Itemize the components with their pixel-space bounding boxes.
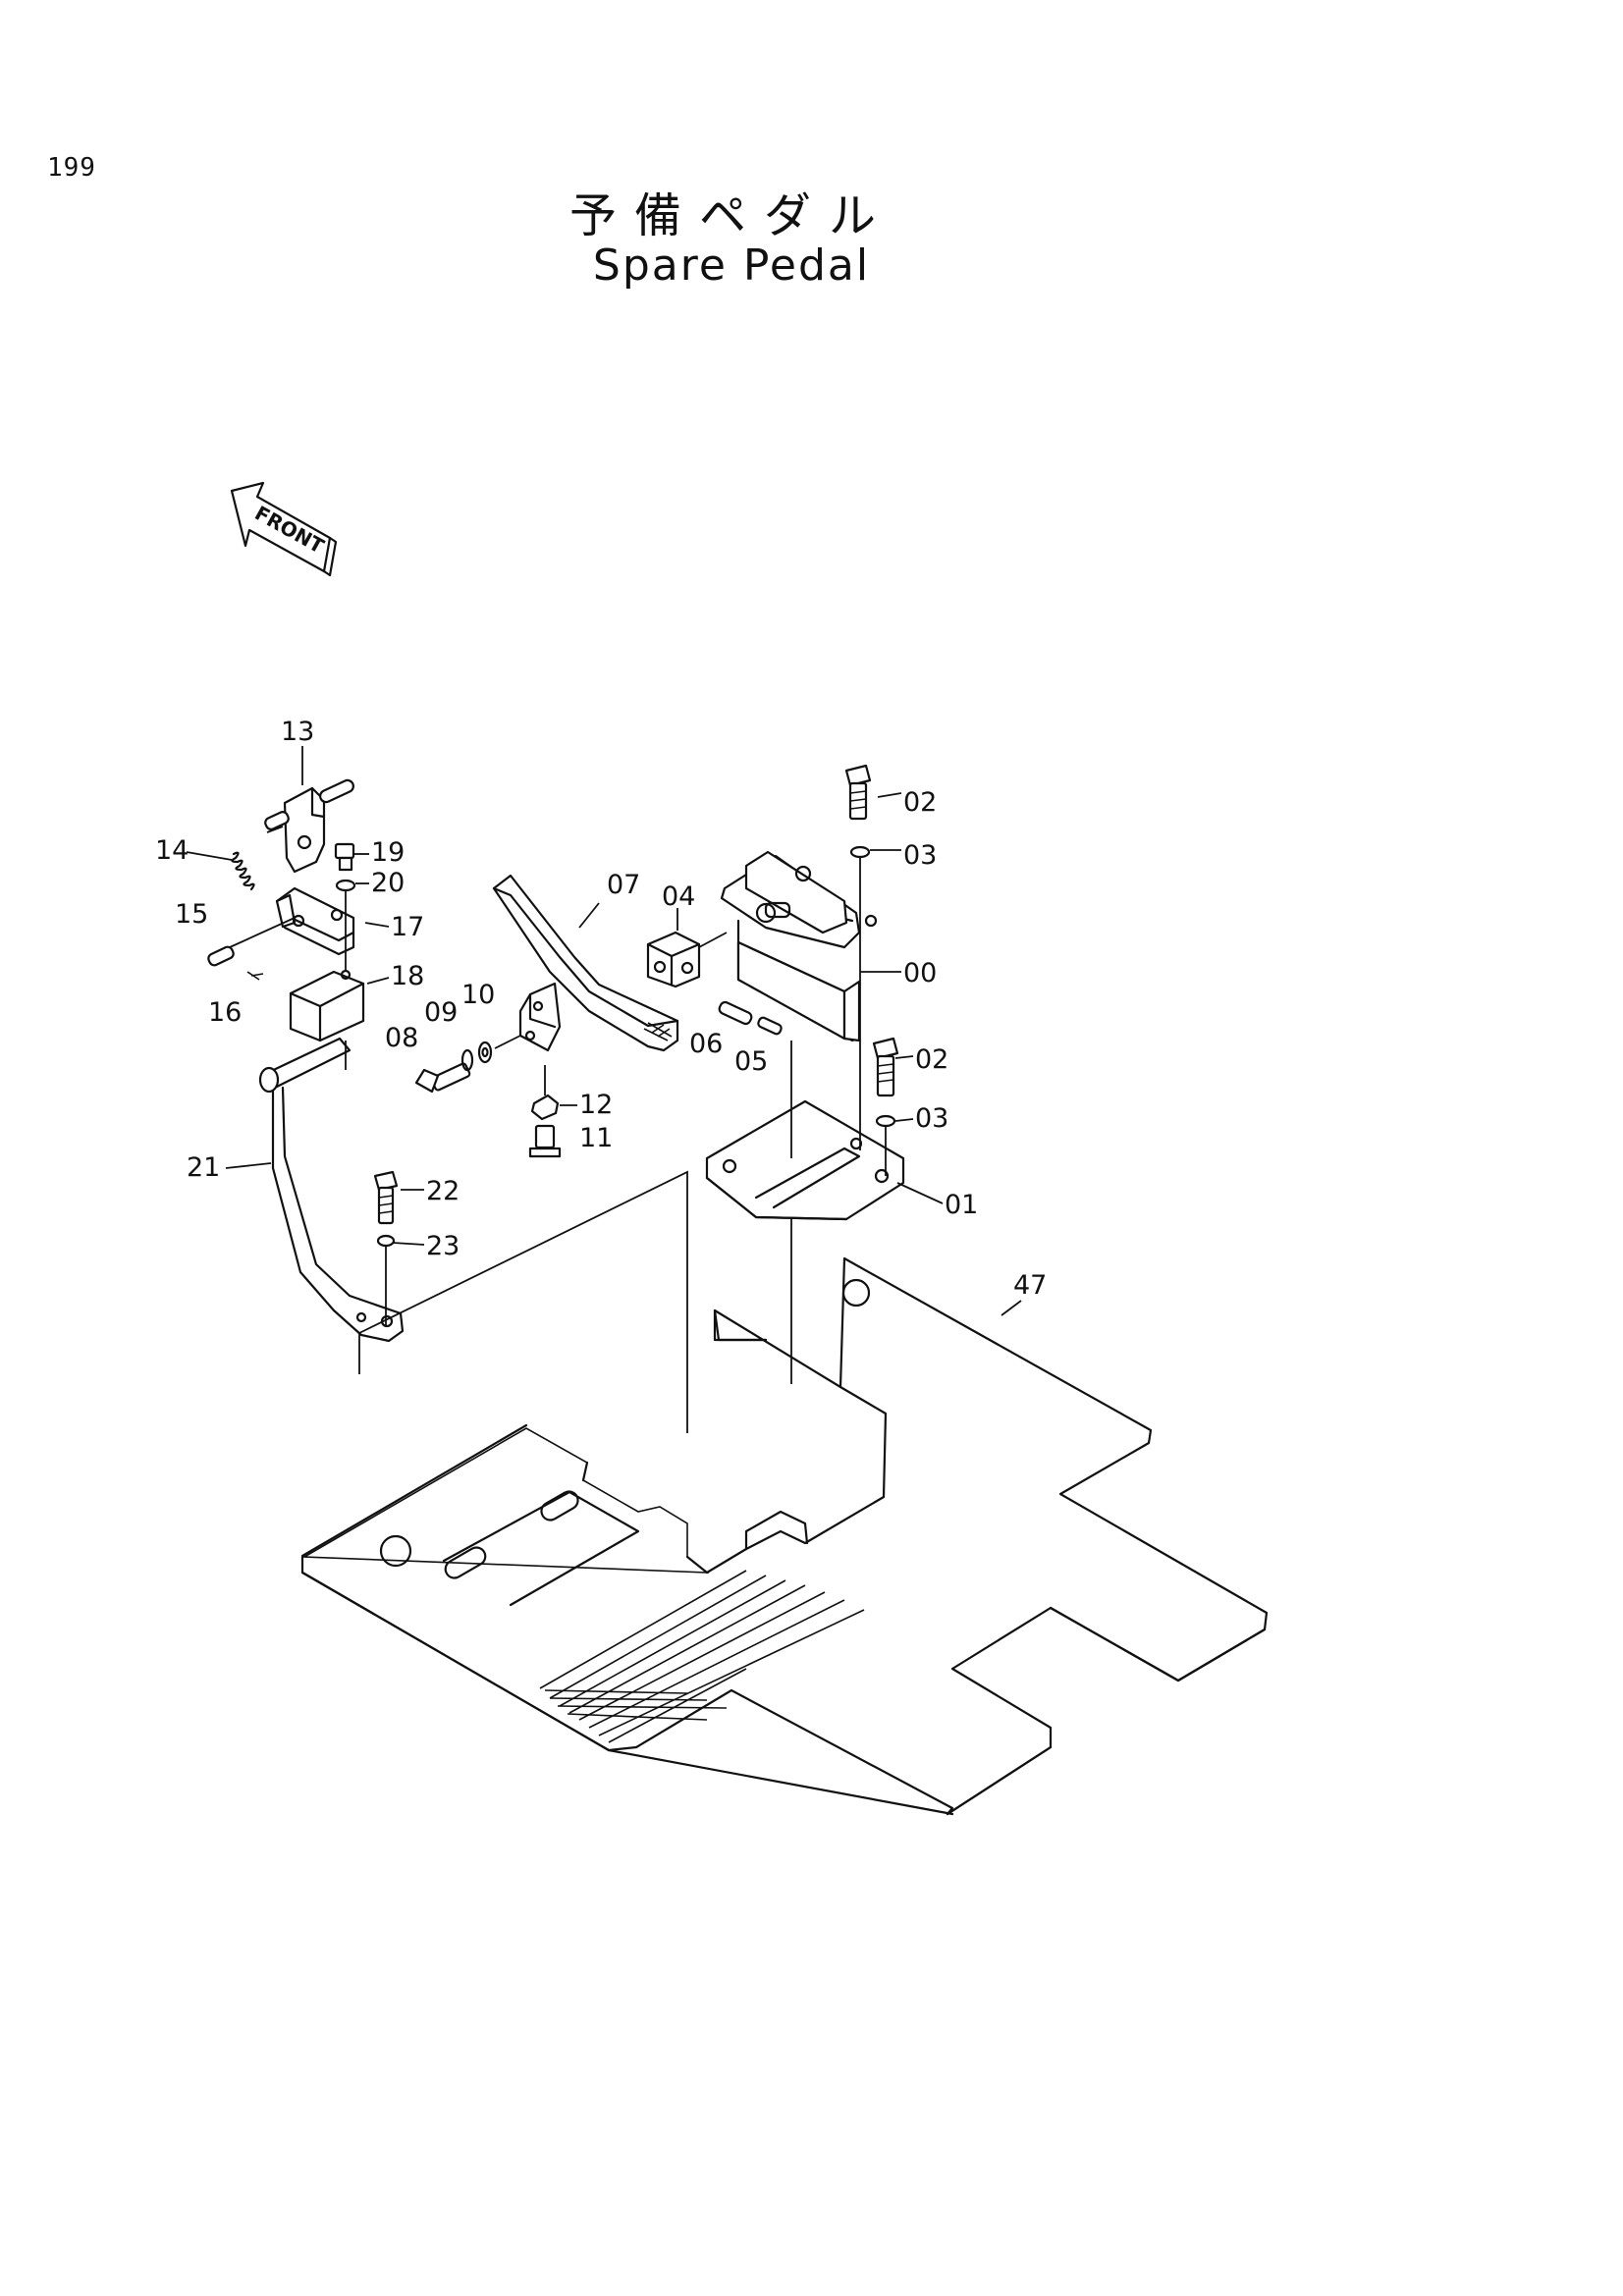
pivot-bolt	[414, 1035, 521, 1094]
callouts: 13 14 19 20 15 17 16 18 08 09 10 07 04 0…	[155, 717, 1047, 1301]
callout-19: 19	[371, 837, 405, 868]
floor-plate	[300, 1256, 1269, 1816]
callout-03-lower: 03	[915, 1103, 948, 1134]
callout-17: 17	[391, 912, 424, 942]
callout-02-upper: 02	[903, 787, 937, 818]
callout-06: 06	[689, 1029, 723, 1059]
front-arrow-icon: FRONT	[230, 481, 338, 577]
callout-07: 07	[607, 870, 640, 900]
callout-10: 10	[461, 980, 495, 1010]
callout-20: 20	[371, 868, 405, 898]
callout-12: 12	[579, 1090, 613, 1120]
lever-bracket	[264, 778, 354, 874]
leader-lines	[186, 746, 1022, 1316]
switch-body	[720, 850, 878, 1042]
callout-18: 18	[391, 961, 424, 991]
callout-03-upper: 03	[903, 840, 937, 871]
pedal-pad-pattern	[643, 1022, 673, 1041]
callout-22: 22	[426, 1176, 460, 1206]
callout-13: 13	[281, 717, 314, 747]
page-number: 199	[47, 153, 96, 183]
title-japanese: 予備ペダル	[568, 188, 893, 243]
callout-21: 21	[187, 1152, 220, 1183]
title-english: Spare Pedal	[592, 240, 871, 291]
mounting-bracket	[705, 1099, 905, 1221]
lever-bolt	[373, 1170, 399, 1325]
callout-00: 00	[903, 958, 937, 988]
callout-11: 11	[579, 1123, 613, 1153]
pins	[718, 1000, 783, 1036]
assembly-lines	[345, 1041, 792, 1433]
callout-09: 09	[424, 997, 458, 1028]
bolt-left	[334, 842, 356, 972]
callout-04: 04	[662, 881, 695, 912]
callout-14: 14	[155, 835, 189, 866]
callout-02-lower: 02	[915, 1044, 948, 1075]
plate-ribs	[539, 1570, 865, 1743]
callout-08: 08	[385, 1023, 418, 1053]
callout-16: 16	[208, 997, 242, 1028]
stopper-block	[289, 969, 365, 1042]
pedal-arm	[492, 874, 679, 1052]
callout-01: 01	[945, 1190, 978, 1220]
bolt-upper-right	[844, 764, 872, 1150]
callout-15: 15	[175, 899, 208, 930]
callout-23: 23	[426, 1231, 460, 1261]
spring	[231, 851, 255, 891]
callout-05: 05	[734, 1046, 768, 1077]
pedal-hinge-bracket	[207, 886, 355, 981]
lower-bolt-nut	[528, 1065, 562, 1158]
pedal-block	[646, 931, 728, 988]
bolt-lower-right	[872, 1037, 899, 1176]
callout-47: 47	[1013, 1270, 1047, 1301]
